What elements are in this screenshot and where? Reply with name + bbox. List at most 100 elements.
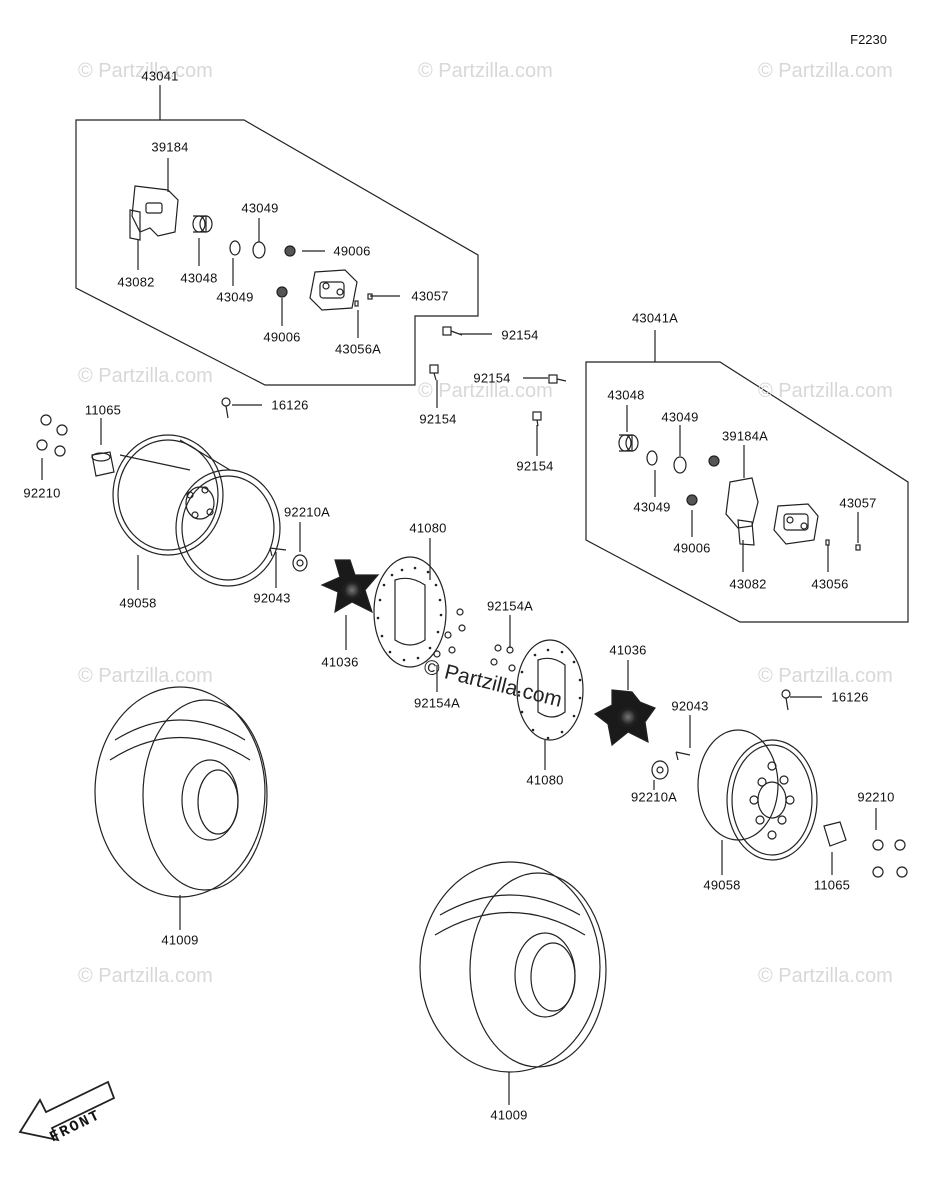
watermark: © Partzilla.com bbox=[758, 380, 893, 402]
cotter-pin-92043a bbox=[269, 547, 287, 557]
callout-41009: 41009 bbox=[490, 1107, 528, 1123]
hub-cap-11065b bbox=[823, 821, 847, 847]
caliper-assembly-43041A bbox=[773, 503, 819, 545]
valve-16126a bbox=[221, 397, 231, 419]
callout-41080: 41080 bbox=[409, 520, 447, 536]
bolt-92154c bbox=[429, 364, 439, 381]
callout-49006: 49006 bbox=[263, 329, 301, 345]
brake-disc-41080a bbox=[373, 556, 447, 668]
clip-43056A bbox=[354, 300, 359, 307]
callout-43049: 43049 bbox=[216, 289, 254, 305]
watermark: © Partzilla.com bbox=[78, 365, 213, 387]
sleeve-43048b bbox=[618, 434, 639, 452]
callout-43041: 43041 bbox=[141, 68, 179, 84]
seal-43049a bbox=[252, 241, 266, 259]
castle-nut-92210Ab bbox=[651, 760, 669, 780]
callout-92043: 92043 bbox=[253, 590, 291, 606]
callout-43049: 43049 bbox=[241, 200, 279, 216]
callout-41080: 41080 bbox=[526, 772, 564, 788]
callout-49058: 49058 bbox=[119, 595, 157, 611]
callout-92154: 92154 bbox=[419, 411, 457, 427]
sleeve-43048 bbox=[192, 215, 213, 233]
brake-disc-41080b bbox=[516, 639, 584, 741]
callout-43048: 43048 bbox=[180, 270, 218, 286]
figure-code: F2230 bbox=[850, 32, 887, 47]
group-box-43041A bbox=[585, 361, 909, 623]
seal-43049c bbox=[646, 450, 658, 466]
callout-41009: 41009 bbox=[161, 932, 199, 948]
bolt-92154d bbox=[532, 411, 542, 427]
callout-39184: 39184 bbox=[151, 139, 189, 155]
tire-41009a bbox=[94, 686, 268, 898]
callout-92210A: 92210A bbox=[630, 789, 678, 805]
clip-43056 bbox=[825, 539, 830, 546]
group-box-43041 bbox=[75, 119, 479, 386]
valve-16126b bbox=[781, 689, 791, 711]
callout-92210A: 92210A bbox=[283, 504, 331, 520]
callout-92154A: 92154A bbox=[413, 695, 461, 711]
cotter-pin-92043b bbox=[675, 751, 691, 761]
callout-92154: 92154 bbox=[501, 327, 539, 343]
callout-43082: 43082 bbox=[729, 576, 767, 592]
callout-41036: 41036 bbox=[609, 642, 647, 658]
callout-49006: 49006 bbox=[673, 540, 711, 556]
castle-nut-92210Aa bbox=[292, 554, 308, 572]
wheel-nuts-92210b bbox=[872, 839, 908, 878]
caliper-assembly-43041 bbox=[309, 269, 358, 311]
front-arrow bbox=[18, 1080, 116, 1142]
callout-43057: 43057 bbox=[839, 495, 877, 511]
nut-49006a bbox=[284, 245, 296, 257]
nut-49006d bbox=[686, 494, 698, 506]
watermark: © Partzilla.com bbox=[418, 60, 553, 82]
seal-43049b bbox=[229, 240, 241, 256]
watermark: © Partzilla.com bbox=[418, 380, 553, 402]
watermark: © Partzilla.com bbox=[758, 965, 893, 987]
callout-39184A: 39184A bbox=[721, 428, 769, 444]
callout-92210: 92210 bbox=[857, 789, 895, 805]
callout-43082: 43082 bbox=[117, 274, 155, 290]
pin-43057a bbox=[367, 293, 373, 300]
hub-41036a bbox=[320, 559, 380, 614]
callout-43056: 43056 bbox=[811, 576, 849, 592]
callout-16126: 16126 bbox=[831, 689, 869, 705]
callout-49058: 49058 bbox=[703, 877, 741, 893]
callout-49006: 49006 bbox=[333, 243, 371, 259]
bolt-92154a bbox=[442, 326, 463, 336]
callout-92154A: 92154A bbox=[486, 598, 534, 614]
bolt-92154b bbox=[548, 374, 567, 384]
hub-41036b bbox=[593, 689, 656, 747]
callout-43048: 43048 bbox=[607, 387, 645, 403]
caliper-bracket-39184A bbox=[725, 477, 759, 546]
watermark: © Partzilla.com bbox=[78, 665, 213, 687]
callout-92154: 92154 bbox=[516, 458, 554, 474]
nut-49006b bbox=[276, 286, 288, 298]
callout-11065: 11065 bbox=[813, 877, 851, 893]
callout-11065: 11065 bbox=[84, 402, 122, 418]
callout-41036: 41036 bbox=[321, 654, 359, 670]
wheel-rim-49058a bbox=[112, 434, 281, 587]
callout-92043: 92043 bbox=[671, 698, 709, 714]
tire-41009b bbox=[419, 861, 607, 1073]
watermark: © Partzilla.com bbox=[78, 60, 213, 82]
nut-49006c bbox=[708, 455, 720, 467]
callout-43041A: 43041A bbox=[631, 310, 679, 326]
caliper-bracket-39184 bbox=[129, 185, 179, 241]
callout-43049: 43049 bbox=[633, 499, 671, 515]
hub-cap-11065a bbox=[91, 451, 115, 477]
disc-bolts-92154A bbox=[433, 608, 516, 672]
callout-16126: 16126 bbox=[271, 397, 309, 413]
callout-92210: 92210 bbox=[23, 485, 61, 501]
pin-43057b bbox=[855, 544, 861, 551]
callout-43056A: 43056A bbox=[334, 341, 382, 357]
wheel-rim-49058b bbox=[697, 729, 818, 861]
watermark: © Partzilla.com bbox=[758, 665, 893, 687]
watermark: © Partzilla.com bbox=[78, 965, 213, 987]
callout-92154: 92154 bbox=[473, 370, 511, 386]
wheel-nuts-92210a bbox=[36, 414, 68, 457]
front-label: FRONT bbox=[47, 1106, 104, 1147]
callout-43049: 43049 bbox=[661, 409, 699, 425]
watermark: © Partzilla.com bbox=[758, 60, 893, 82]
